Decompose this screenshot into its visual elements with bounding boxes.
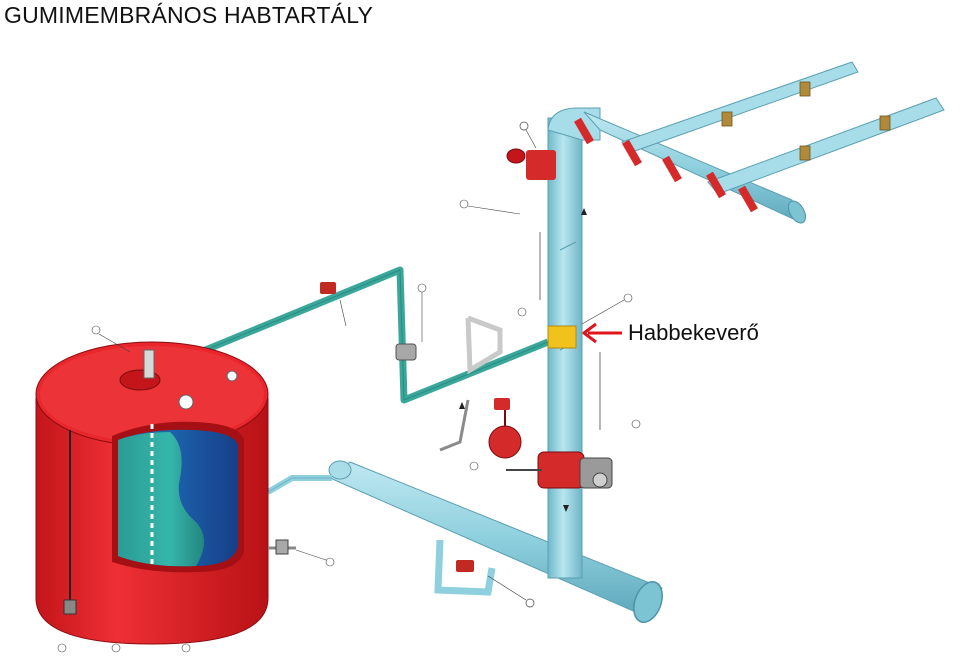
pipe-clamp xyxy=(706,171,726,199)
tank-vent-icon xyxy=(178,394,194,410)
foam-line-valve-icon xyxy=(320,282,336,294)
pipe-clamp xyxy=(574,117,594,145)
bypass-valve-icon xyxy=(456,560,474,572)
distribution-pipes xyxy=(574,61,945,224)
callout-arrow xyxy=(582,322,622,344)
tank-side-valve xyxy=(268,539,335,567)
branch-valve-icon xyxy=(721,111,733,127)
pipe-clamp xyxy=(622,139,642,167)
reference-callouts xyxy=(57,199,641,653)
drain-valve-icon xyxy=(63,599,77,615)
ref-circle xyxy=(525,598,535,608)
foam-concentrate-pipe xyxy=(150,232,601,430)
proportioner xyxy=(547,325,577,349)
tank-fill-connection-icon xyxy=(226,370,238,382)
water-supply-pipe-to-tank xyxy=(266,475,332,495)
bladder-tank xyxy=(35,341,269,645)
branch-valve-icon xyxy=(799,81,811,97)
pipe-clamp xyxy=(738,185,758,213)
flow-arrow-icon xyxy=(459,208,587,512)
deluge-valve-assembly xyxy=(439,398,613,489)
water-main-pipe xyxy=(328,460,663,623)
foam-control-valve-icon xyxy=(395,343,417,361)
bypass-pipe xyxy=(434,539,535,608)
branch-valve-icon xyxy=(879,115,891,131)
proportioner-label: Habbekeverő xyxy=(628,320,759,345)
pipe-clamp xyxy=(662,155,682,183)
pressure-gauge-icon xyxy=(592,472,608,488)
riser-top-valve xyxy=(506,121,556,180)
branch-valve-icon xyxy=(799,145,811,161)
diagram-title: GUMIMEMBRÁNOS HABTARTÁLY xyxy=(4,2,374,28)
